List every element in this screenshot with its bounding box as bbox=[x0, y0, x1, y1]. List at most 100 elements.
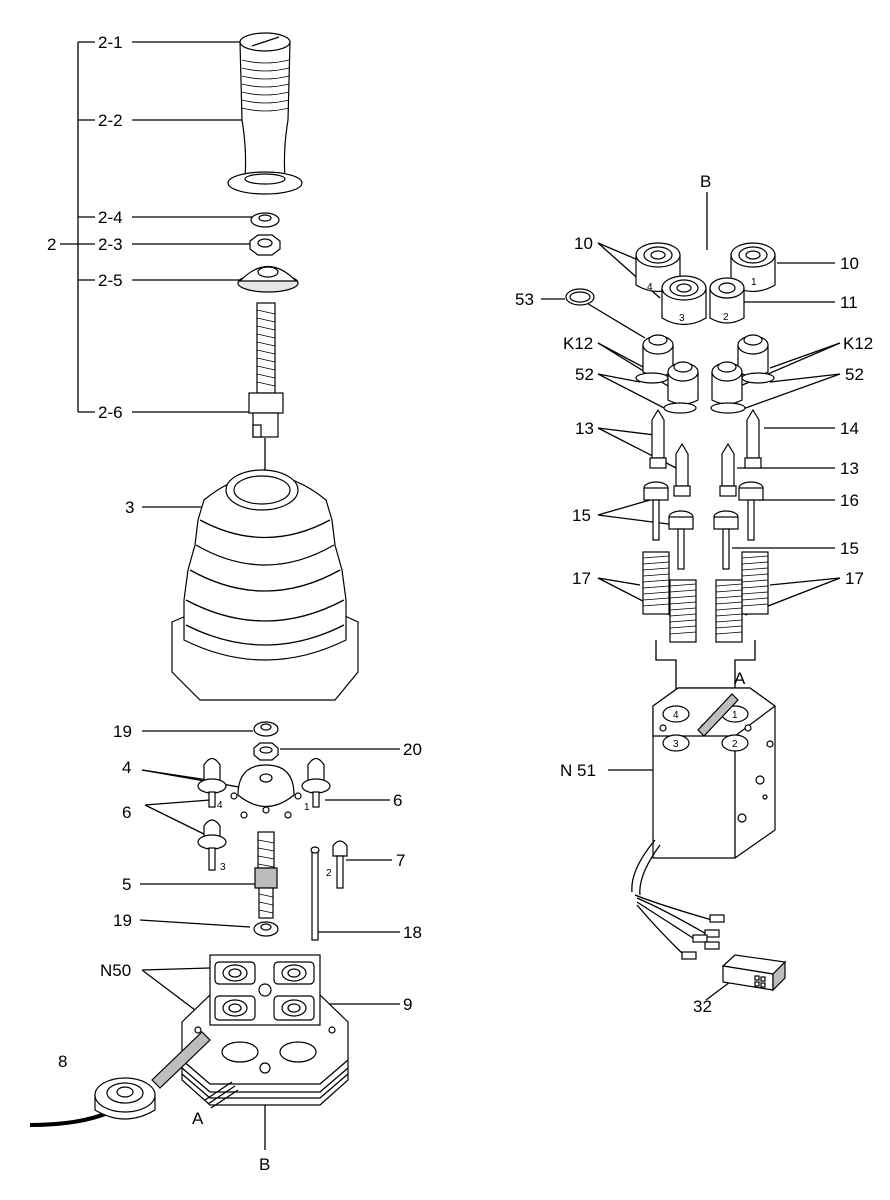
guide-pin-16 bbox=[738, 481, 764, 541]
label-N50: N50 bbox=[100, 961, 131, 980]
label-15-right: 15 bbox=[840, 539, 859, 558]
mark-cap-3: 3 bbox=[679, 313, 685, 324]
label-17-left: 17 bbox=[572, 569, 591, 588]
mark-block-3: 3 bbox=[673, 739, 679, 750]
label-16: 16 bbox=[840, 491, 859, 510]
universal-joint bbox=[254, 831, 278, 919]
label-6-left: 6 bbox=[122, 803, 131, 822]
mark-block-1: 1 bbox=[732, 710, 738, 721]
handle-grip bbox=[227, 32, 303, 195]
washer-2-4 bbox=[250, 212, 280, 228]
label-5: 5 bbox=[122, 875, 131, 894]
label-53: 53 bbox=[515, 290, 534, 309]
part-labels: 2 2-1 2-2 2-4 2-3 2-5 2-6 3 19 20 4 6 6 … bbox=[47, 33, 873, 1174]
cap-10-3 bbox=[661, 275, 707, 326]
valve-K12-a bbox=[635, 334, 674, 384]
label-52-left: 52 bbox=[575, 365, 594, 384]
spring-17-d bbox=[715, 579, 743, 643]
position-marks: 4 1 3 2 1 2 3 4 1 2 3 4 bbox=[217, 277, 757, 879]
guide-pin-15-b bbox=[668, 510, 694, 570]
label-2-1: 2-1 bbox=[98, 33, 123, 52]
label-8: 8 bbox=[58, 1052, 67, 1071]
label-B-right: B bbox=[700, 172, 711, 191]
spring-17-c bbox=[741, 551, 769, 615]
nut-19-top bbox=[253, 721, 279, 737]
label-9: 9 bbox=[403, 995, 412, 1014]
label-2-4: 2-4 bbox=[98, 208, 123, 227]
push-rod-4 bbox=[197, 757, 227, 808]
label-19-bottom: 19 bbox=[113, 911, 132, 930]
label-2-3: 2-3 bbox=[98, 235, 123, 254]
cap-10-1 bbox=[730, 242, 776, 293]
plunger-13-a bbox=[649, 408, 667, 469]
mark-cap-2: 2 bbox=[723, 312, 729, 323]
mark-rod-2: 2 bbox=[326, 868, 332, 879]
label-13-right: 13 bbox=[840, 459, 859, 478]
label-N51: N 51 bbox=[560, 761, 596, 780]
label-14: 14 bbox=[840, 419, 859, 438]
spring-17-a bbox=[642, 551, 670, 615]
spring-17-b bbox=[669, 579, 697, 643]
nut-19-bottom bbox=[253, 921, 279, 937]
label-3: 3 bbox=[125, 498, 134, 517]
connector-32 bbox=[721, 954, 787, 992]
mark-cap-1: 1 bbox=[751, 277, 757, 288]
label-A-right: A bbox=[734, 669, 746, 688]
label-K12-right: K12 bbox=[843, 334, 873, 353]
label-7: 7 bbox=[396, 851, 405, 870]
sensor-puck bbox=[29, 1077, 156, 1127]
label-18: 18 bbox=[403, 923, 422, 942]
o-ring-53 bbox=[565, 288, 595, 306]
label-52-right: 52 bbox=[845, 365, 864, 384]
label-K12-left: K12 bbox=[563, 334, 593, 353]
base-housing-N50 bbox=[181, 954, 349, 1106]
cable-A-left bbox=[151, 1031, 239, 1109]
label-10-left: 10 bbox=[574, 234, 593, 253]
mark-block-4: 4 bbox=[673, 710, 679, 721]
mark-block-2: 2 bbox=[732, 739, 738, 750]
threaded-stud-2-6 bbox=[248, 302, 284, 438]
label-A-left: A bbox=[192, 1109, 204, 1128]
valve-K12-d bbox=[710, 361, 746, 414]
cap-11-2 bbox=[709, 277, 745, 324]
long-rod-18 bbox=[310, 846, 320, 941]
plunger-14 bbox=[744, 408, 762, 469]
label-13-left: 13 bbox=[575, 419, 594, 438]
leader-lines-left bbox=[132, 41, 400, 1150]
assembly-bracket bbox=[60, 41, 95, 413]
valve-K12-c bbox=[737, 334, 775, 384]
mark-rod-3: 3 bbox=[220, 862, 226, 873]
bellows-boot bbox=[171, 469, 359, 701]
label-32: 32 bbox=[693, 997, 712, 1016]
label-17-right: 17 bbox=[845, 569, 864, 588]
push-rod-3 bbox=[197, 819, 227, 871]
label-assembly-2: 2 bbox=[47, 235, 56, 254]
valve-K12-b bbox=[663, 361, 699, 414]
label-2-5: 2-5 bbox=[98, 271, 123, 290]
nut-2-3 bbox=[249, 234, 281, 256]
label-4: 4 bbox=[122, 758, 131, 777]
label-2-2: 2-2 bbox=[98, 111, 123, 130]
guide-pin-15-a bbox=[643, 481, 669, 541]
plunger-13-b bbox=[673, 442, 691, 497]
push-rod-1 bbox=[301, 757, 331, 808]
cable-bundle bbox=[631, 839, 725, 960]
label-6-right: 6 bbox=[393, 791, 402, 810]
washer-20 bbox=[253, 742, 279, 761]
plunger-13-c bbox=[719, 442, 737, 497]
valve-block-N51 bbox=[652, 687, 777, 859]
label-19-top: 19 bbox=[113, 722, 132, 741]
push-rod-2 bbox=[332, 840, 348, 889]
label-B-left: B bbox=[259, 1155, 270, 1174]
mark-rod-1: 1 bbox=[304, 802, 310, 813]
label-10-right: 10 bbox=[840, 254, 859, 273]
label-20: 20 bbox=[403, 740, 422, 759]
mark-rod-4: 4 bbox=[217, 800, 223, 811]
dome-hub bbox=[230, 764, 302, 819]
label-11: 11 bbox=[840, 293, 858, 312]
label-15-left: 15 bbox=[572, 506, 591, 525]
cap-2-5 bbox=[237, 266, 299, 293]
mark-cap-4: 4 bbox=[647, 282, 653, 293]
label-2-6: 2-6 bbox=[98, 403, 123, 422]
